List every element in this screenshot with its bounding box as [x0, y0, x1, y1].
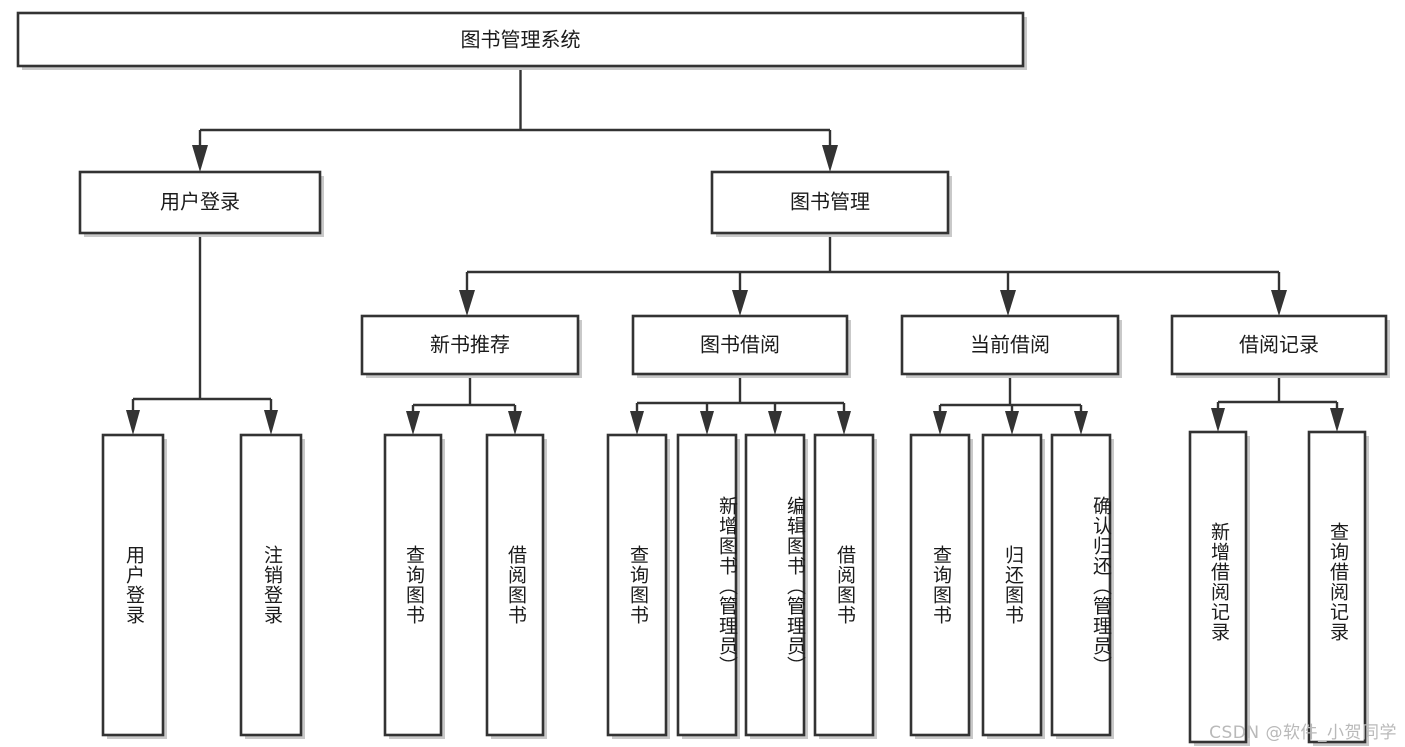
arrow-to-new-book-recommend: [459, 290, 475, 316]
arrow-to-book-borrow: [732, 290, 748, 316]
node-current-borrow[interactable]: 当前借阅: [900, 314, 1122, 378]
watermark-text: CSDN @软件_小贺同学: [1209, 723, 1397, 743]
leaf-box-confirm-return[interactable]: [1050, 433, 1112, 737]
arrow-to-confirm-return: [1074, 411, 1088, 435]
node-book-manage-rect[interactable]: [710, 170, 950, 235]
leaf-box-add-record[interactable]: [1188, 430, 1248, 744]
arrow-root-to-bookmanage: [822, 145, 838, 172]
arrow-to-current-borrow: [1000, 290, 1016, 316]
node-book-manage[interactable]: 图书管理: [710, 170, 952, 237]
arrow-to-return-book: [1005, 411, 1019, 435]
leaf-box-query-book-2[interactable]: [606, 433, 668, 737]
arrow-to-borrow-book-2: [837, 411, 851, 435]
node-new-book-recommend-rect[interactable]: [360, 314, 580, 376]
node-borrow-record-label: 借阅记录: [1239, 333, 1319, 357]
arrow-root-to-userlogin: [192, 145, 208, 172]
leaf-box-query-record[interactable]: [1307, 430, 1367, 744]
node-user-login-rect[interactable]: [78, 170, 322, 235]
leaf-box-user-login[interactable]: [101, 433, 165, 737]
leaf-box-query-book-3[interactable]: [909, 433, 971, 737]
node-new-book-recommend[interactable]: 新书推荐: [360, 314, 582, 378]
arrow-to-query-book-2: [630, 411, 644, 435]
leaf-box-borrow-book-2[interactable]: [813, 433, 875, 737]
arrow-to-edit-book: [768, 411, 782, 435]
node-book-borrow-label: 图书借阅: [700, 333, 780, 357]
arrow-to-query-book-3: [933, 411, 947, 435]
edge-group-userlogin: [126, 233, 278, 435]
leaf-box-borrow-book-1[interactable]: [485, 433, 545, 737]
arrow-to-user-logout-leaf: [264, 410, 278, 435]
edge-group-borrow-record: [1211, 374, 1344, 432]
leaf-box-edit-book[interactable]: [744, 433, 806, 737]
node-book-manage-label: 图书管理: [790, 190, 870, 214]
arrow-to-user-login-leaf: [126, 410, 140, 435]
node-new-book-recommend-label: 新书推荐: [430, 333, 510, 357]
arrow-to-add-book: [700, 411, 714, 435]
edge-group-bookmanage: [459, 233, 1287, 316]
leaf-box-add-book[interactable]: [676, 433, 738, 737]
arrow-to-query-book-1: [406, 411, 420, 435]
leaf-box-return-book[interactable]: [981, 433, 1043, 737]
edge-group-root: [192, 66, 838, 172]
node-borrow-record[interactable]: 借阅记录: [1170, 314, 1390, 378]
node-current-borrow-label: 当前借阅: [970, 333, 1050, 357]
node-book-borrow[interactable]: 图书借阅: [631, 314, 851, 378]
leaf-box-query-book-1[interactable]: [383, 433, 443, 737]
leaf-box-user-logout[interactable]: [239, 433, 303, 737]
node-borrow-record-rect[interactable]: [1170, 314, 1388, 376]
node-root-label: 图书管理系统: [461, 28, 581, 52]
arrow-to-borrow-record: [1271, 290, 1287, 316]
edge-group-book-borrow: [630, 374, 851, 435]
node-current-borrow-rect[interactable]: [900, 314, 1120, 376]
node-root-rect[interactable]: [16, 11, 1025, 68]
arrow-to-borrow-book-1: [508, 411, 522, 435]
arrow-to-add-record: [1211, 408, 1225, 432]
node-user-login[interactable]: 用户登录: [78, 170, 324, 237]
node-book-borrow-rect[interactable]: [631, 314, 849, 376]
arrow-to-query-record: [1330, 408, 1344, 432]
node-user-login-label: 用户登录: [160, 190, 240, 214]
edge-group-current-borrow: [933, 374, 1088, 435]
leaf-boxes: [101, 430, 1369, 746]
node-root[interactable]: 图书管理系统: [16, 11, 1027, 70]
edge-group-new-book-recommend: [406, 374, 522, 435]
